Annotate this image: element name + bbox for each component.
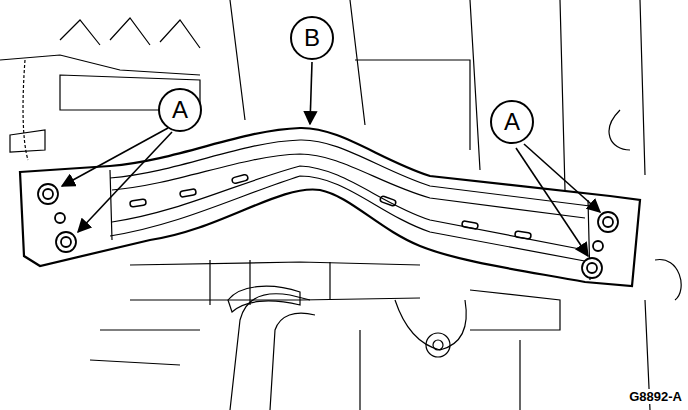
callout-letter: A (504, 110, 520, 134)
callout-letter: B (304, 26, 320, 50)
callout-circle: A (158, 88, 202, 132)
figure-number: G8892-A (629, 389, 682, 404)
callout-circle: A (490, 100, 534, 144)
callout-circle: B (290, 16, 334, 60)
callout-letter: A (172, 98, 188, 122)
